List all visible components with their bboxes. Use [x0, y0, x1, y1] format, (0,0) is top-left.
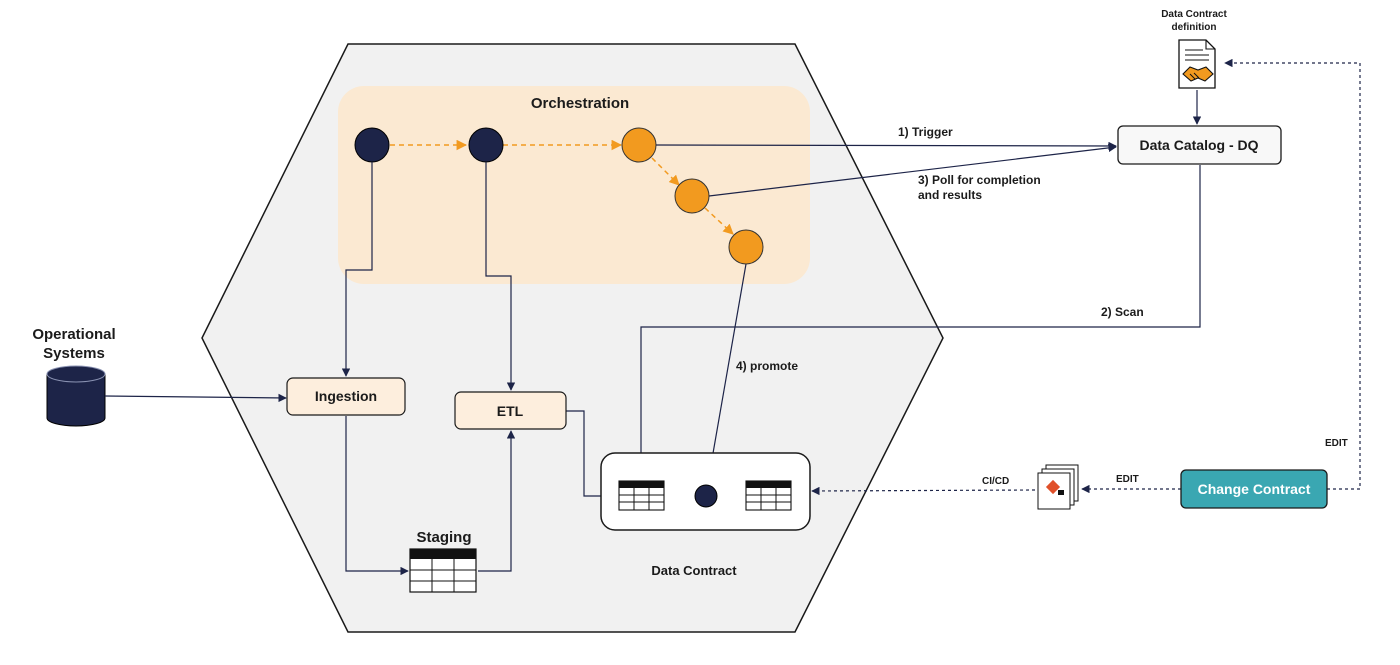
- orch-edge-3: [651, 157, 680, 186]
- orchestration-title: Orchestration: [531, 95, 629, 112]
- ingestion-box: [286, 377, 406, 416]
- contract-check-node: [694, 484, 718, 508]
- contract-definition-title-1: Data Contract: [1161, 9, 1227, 20]
- edge-etl-contract: [566, 410, 616, 501]
- data-catalog-label: Data Catalog - DQ: [1139, 137, 1258, 153]
- label-poll-2: and results: [918, 188, 982, 202]
- orch-task-promote: [728, 229, 764, 265]
- ingestion-label: Ingestion: [315, 388, 377, 404]
- contract-document-icon: [1178, 39, 1216, 89]
- edge-orch-etl: [485, 162, 516, 391]
- orch-task-etl: [468, 127, 504, 163]
- data-catalog-box: [1117, 125, 1282, 165]
- contract-output-table-icon: [745, 480, 792, 511]
- orchestration-area: [338, 86, 810, 284]
- edge-orch-ingestion: [341, 162, 373, 377]
- edge-trigger: [655, 141, 1117, 151]
- database-icon: [46, 365, 106, 427]
- orch-task-trigger: [621, 127, 657, 163]
- operational-systems-title-2: Systems: [43, 345, 105, 362]
- staging-label: Staging: [417, 529, 472, 546]
- label-promote: 4) promote: [736, 359, 798, 373]
- staging-table-icon: [409, 548, 477, 593]
- orch-task-poll: [674, 178, 710, 214]
- edge-ingestion-staging: [345, 416, 409, 576]
- contract-input-table-icon: [618, 480, 665, 511]
- operational-systems-title-1: Operational: [32, 326, 115, 343]
- edge-cicd: [811, 486, 1036, 496]
- edge-source-ingestion: [104, 393, 287, 403]
- orch-edge-4: [704, 207, 734, 235]
- handshake-icon: [1182, 66, 1214, 82]
- contract-definition-title-2: definition: [1172, 22, 1217, 33]
- label-trigger: 1) Trigger: [898, 125, 953, 139]
- edge-staging-etl: [478, 430, 516, 572]
- edge-edit-definition: [1224, 58, 1361, 490]
- data-contract-label: Data Contract: [651, 563, 737, 578]
- label-poll-1: 3) Poll for completion: [918, 173, 1041, 187]
- edge-scan: [636, 165, 1201, 472]
- edge-poll: [708, 143, 1117, 197]
- change-contract-label: Change Contract: [1198, 481, 1311, 497]
- edge-promote: [705, 263, 747, 483]
- git-repository-icon: [1037, 464, 1079, 510]
- etl-label: ETL: [497, 403, 524, 419]
- change-contract-box: [1180, 469, 1328, 509]
- label-cicd: CI/CD: [982, 476, 1009, 487]
- orch-task-ingest: [354, 127, 390, 163]
- label-edit-2: EDIT: [1325, 438, 1348, 449]
- etl-box: [454, 391, 567, 430]
- label-scan: 2) Scan: [1101, 305, 1144, 319]
- label-edit-1: EDIT: [1116, 474, 1139, 485]
